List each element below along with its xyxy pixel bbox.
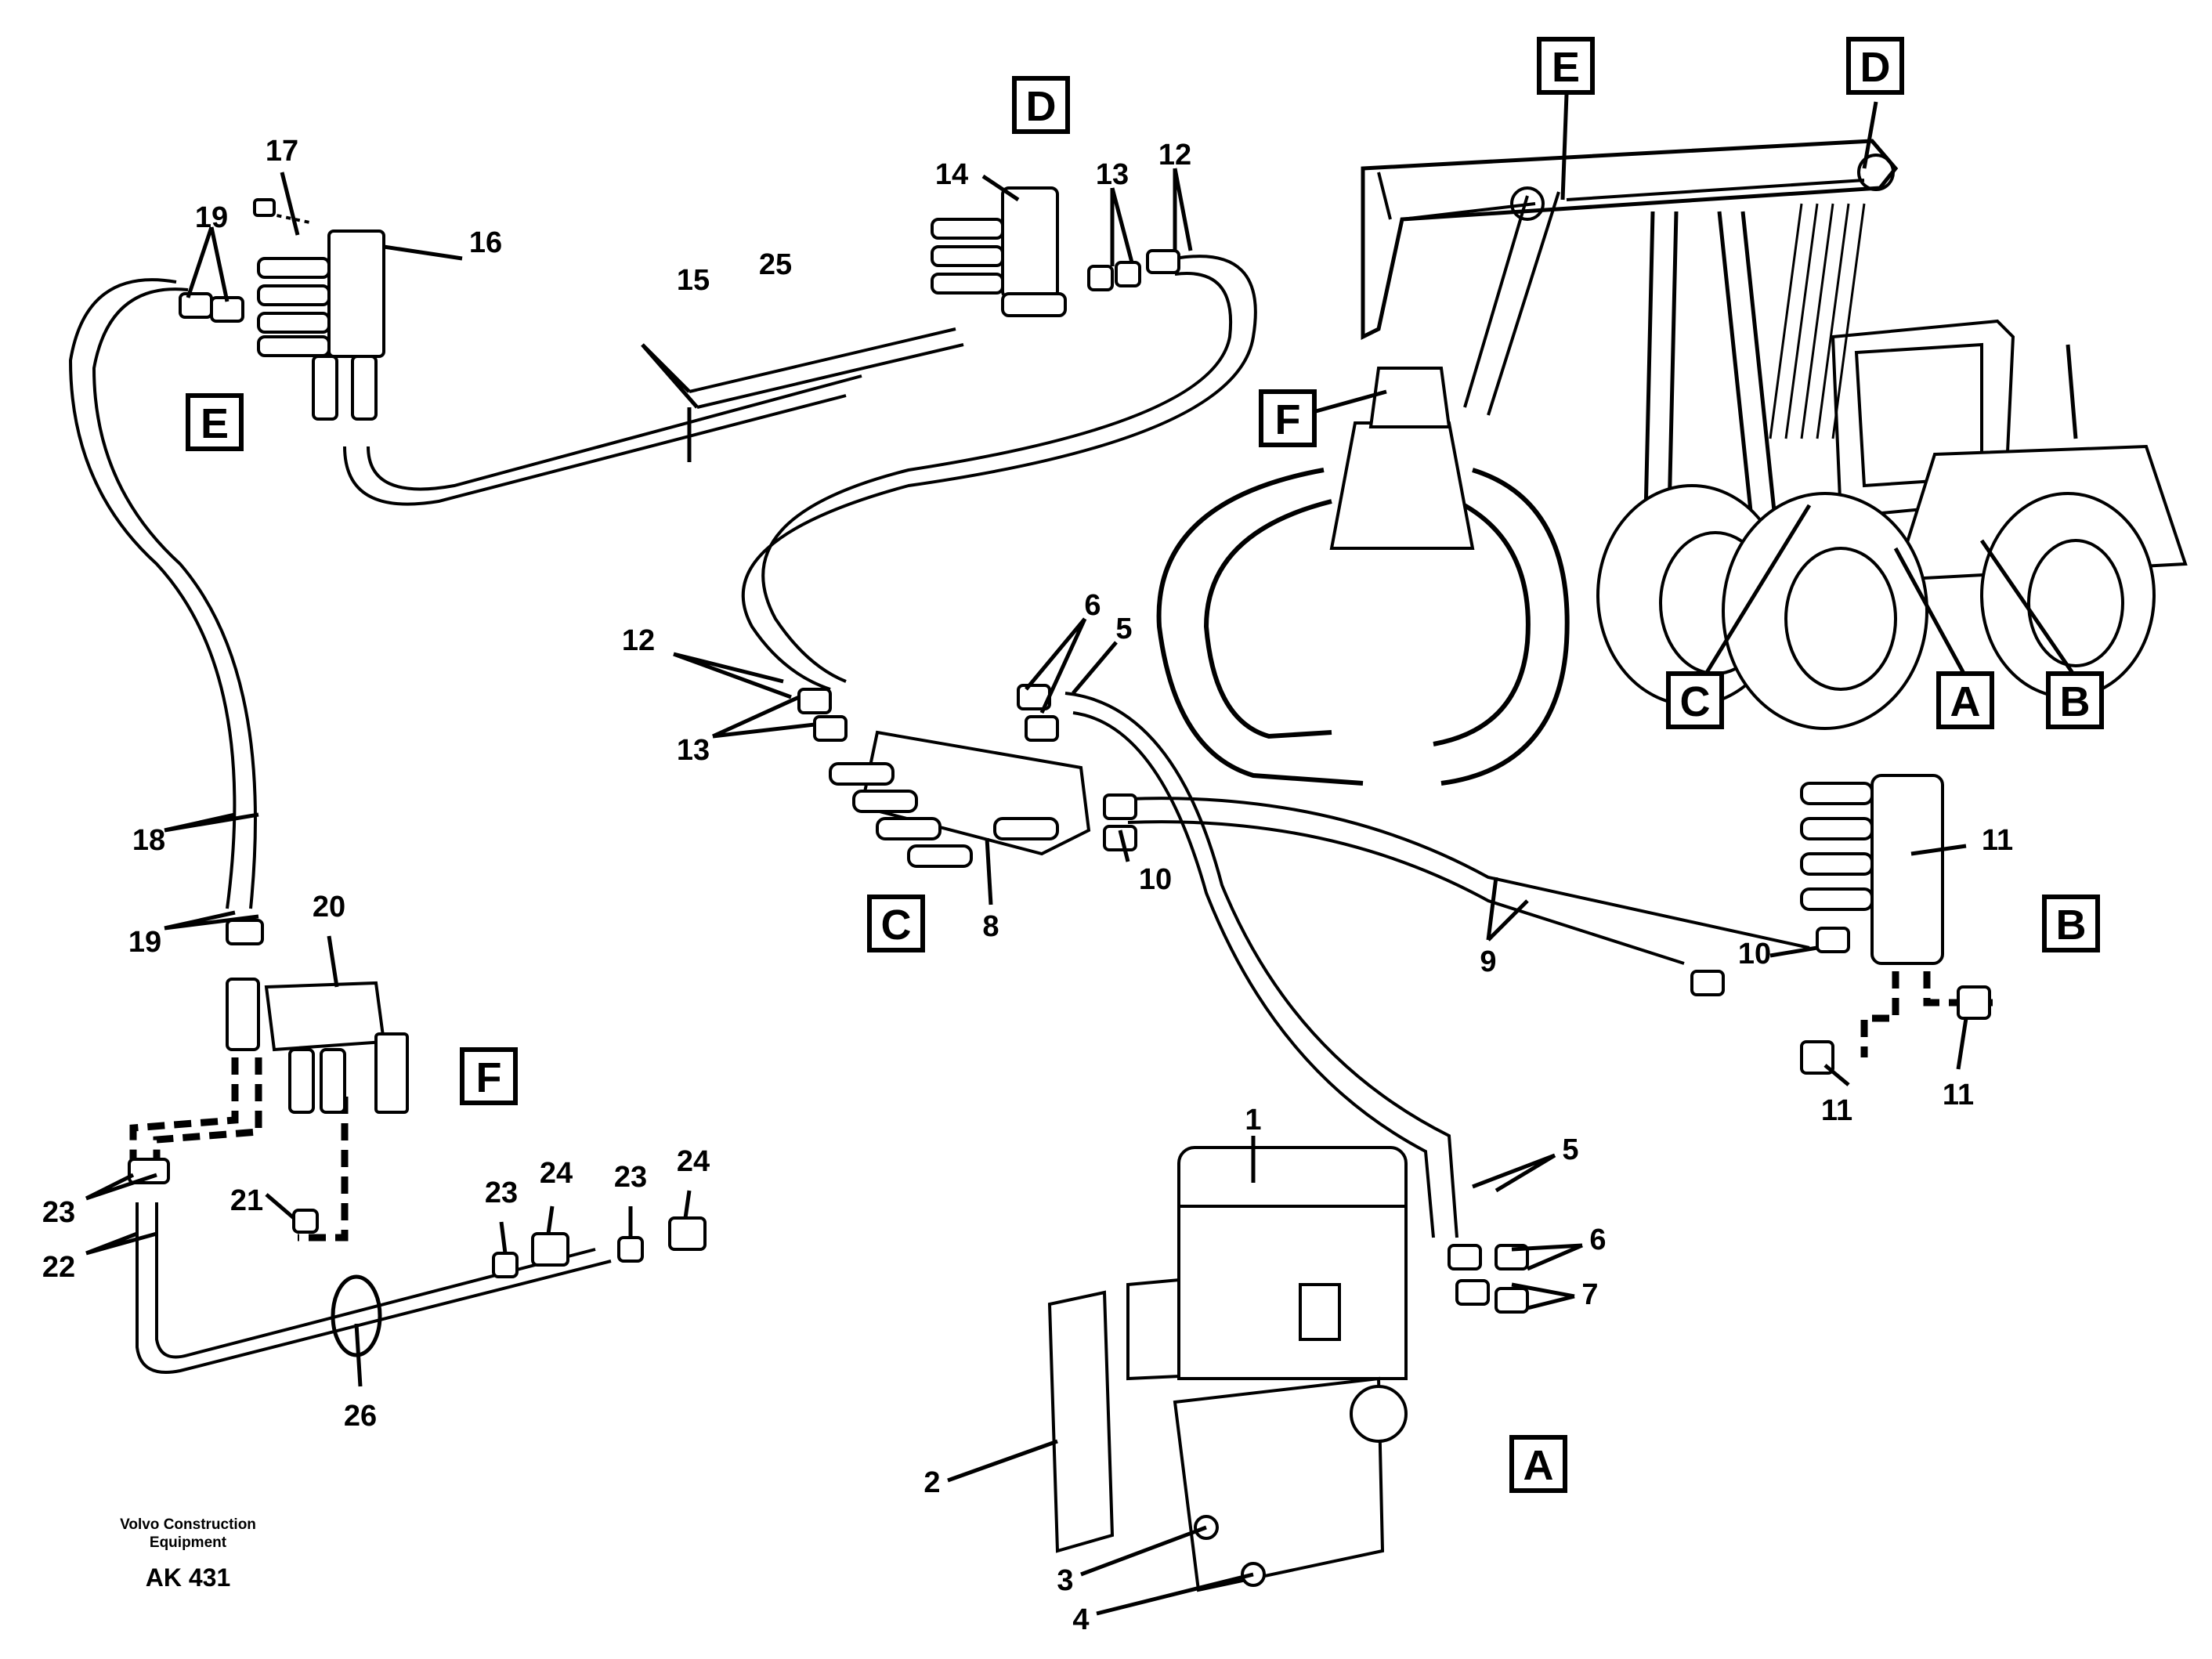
callout-5-top: 5 [1115,613,1132,645]
view-box-d-top: D [1012,76,1070,134]
callout-23-mid: 23 [485,1176,518,1209]
svg-text:F: F [1275,396,1301,443]
callout-12-left: 12 [622,624,655,657]
callout-25: 25 [759,248,792,281]
distributor-11 [1690,774,1991,1075]
view-box-d-machine: D [1846,37,1904,95]
svg-text:D: D [1026,83,1057,130]
view-box-c-mid: C [867,895,925,952]
callout-11-right: 11 [1982,824,2013,857]
callout-1: 1 [1245,1104,1261,1137]
callout-23-right: 23 [614,1161,647,1194]
svg-text:E: E [1552,44,1580,91]
callout-18: 18 [132,824,165,857]
callout-numbers: 1 2 3 4 5 5 6 6 7 8 9 10 10 11 11 11 12 … [42,135,2013,1636]
view-box-b-machine: B [2046,671,2104,729]
callout-6-top: 6 [1084,589,1101,622]
callout-24-mid: 24 [540,1157,573,1190]
distributor-14 [931,186,1180,317]
callout-12-top: 12 [1158,139,1191,172]
svg-text:B: B [2056,902,2087,949]
svg-text:E: E [201,400,229,447]
callout-26: 26 [344,1400,377,1433]
view-box-a-bottom: A [1509,1435,1567,1493]
svg-text:F: F [476,1054,502,1101]
svg-text:C: C [1680,678,1711,725]
callout-24-right: 24 [677,1145,710,1178]
svg-text:D: D [1860,44,1891,91]
view-box-b-right: B [2042,895,2100,952]
callout-15: 15 [677,264,710,297]
view-box-a-machine: A [1936,671,1994,729]
callout-3: 3 [1057,1564,1073,1597]
callout-17: 17 [266,135,298,168]
callout-4: 4 [1072,1603,1089,1636]
svg-text:A: A [1523,1442,1554,1489]
callout-21: 21 [230,1184,263,1217]
distributor-8 [797,684,1137,868]
callout-13-top: 13 [1096,158,1129,191]
view-box-c-machine: C [1666,671,1724,729]
callout-19-mid: 19 [128,926,161,959]
callout-8: 8 [982,910,999,943]
callout-10-right: 10 [1738,938,1771,970]
callout-20: 20 [313,891,345,923]
callout-2: 2 [923,1466,940,1499]
fittings-23-24 [128,1158,707,1357]
callout-11-bottom-right: 11 [1943,1079,1974,1111]
callout-6-bottom: 6 [1589,1223,1606,1256]
callout-5-bottom: 5 [1562,1133,1578,1166]
callout-16: 16 [469,226,502,259]
footer-code: AK 431 [146,1563,231,1592]
callout-7: 7 [1581,1278,1598,1311]
footer-brand-line1: Volvo Construction [120,1516,256,1533]
distributor-20 [226,919,409,1114]
callout-23-left: 23 [42,1196,75,1229]
svg-text:A: A [1950,678,1981,725]
footer-brand-line2: Equipment [150,1534,227,1551]
leader-lines [85,168,1968,1616]
callout-13-left: 13 [677,734,710,767]
footer-block: Volvo Construction Equipment AK 431 [120,1516,256,1592]
forestry-loader-machine [1156,93,2188,786]
callout-14: 14 [935,158,968,191]
view-box-e-machine: E [1537,37,1595,95]
view-box-e-left: E [186,393,244,451]
callout-22: 22 [42,1251,75,1284]
callout-19-top: 19 [195,201,228,234]
distributor-16 [179,198,385,421]
svg-text:C: C [881,902,912,949]
hose-lines [68,255,1997,1374]
view-box-f-machine: F [1259,389,1317,447]
lube-pump-1 [1047,1146,1529,1592]
view-letter-boxes: D E C B F A E D [186,37,2104,1493]
view-box-f-left: F [460,1047,518,1105]
callout-9: 9 [1480,945,1496,978]
callout-10-left: 10 [1139,863,1172,896]
callout-11-bottom-left: 11 [1821,1094,1852,1127]
svg-text:B: B [2060,678,2091,725]
